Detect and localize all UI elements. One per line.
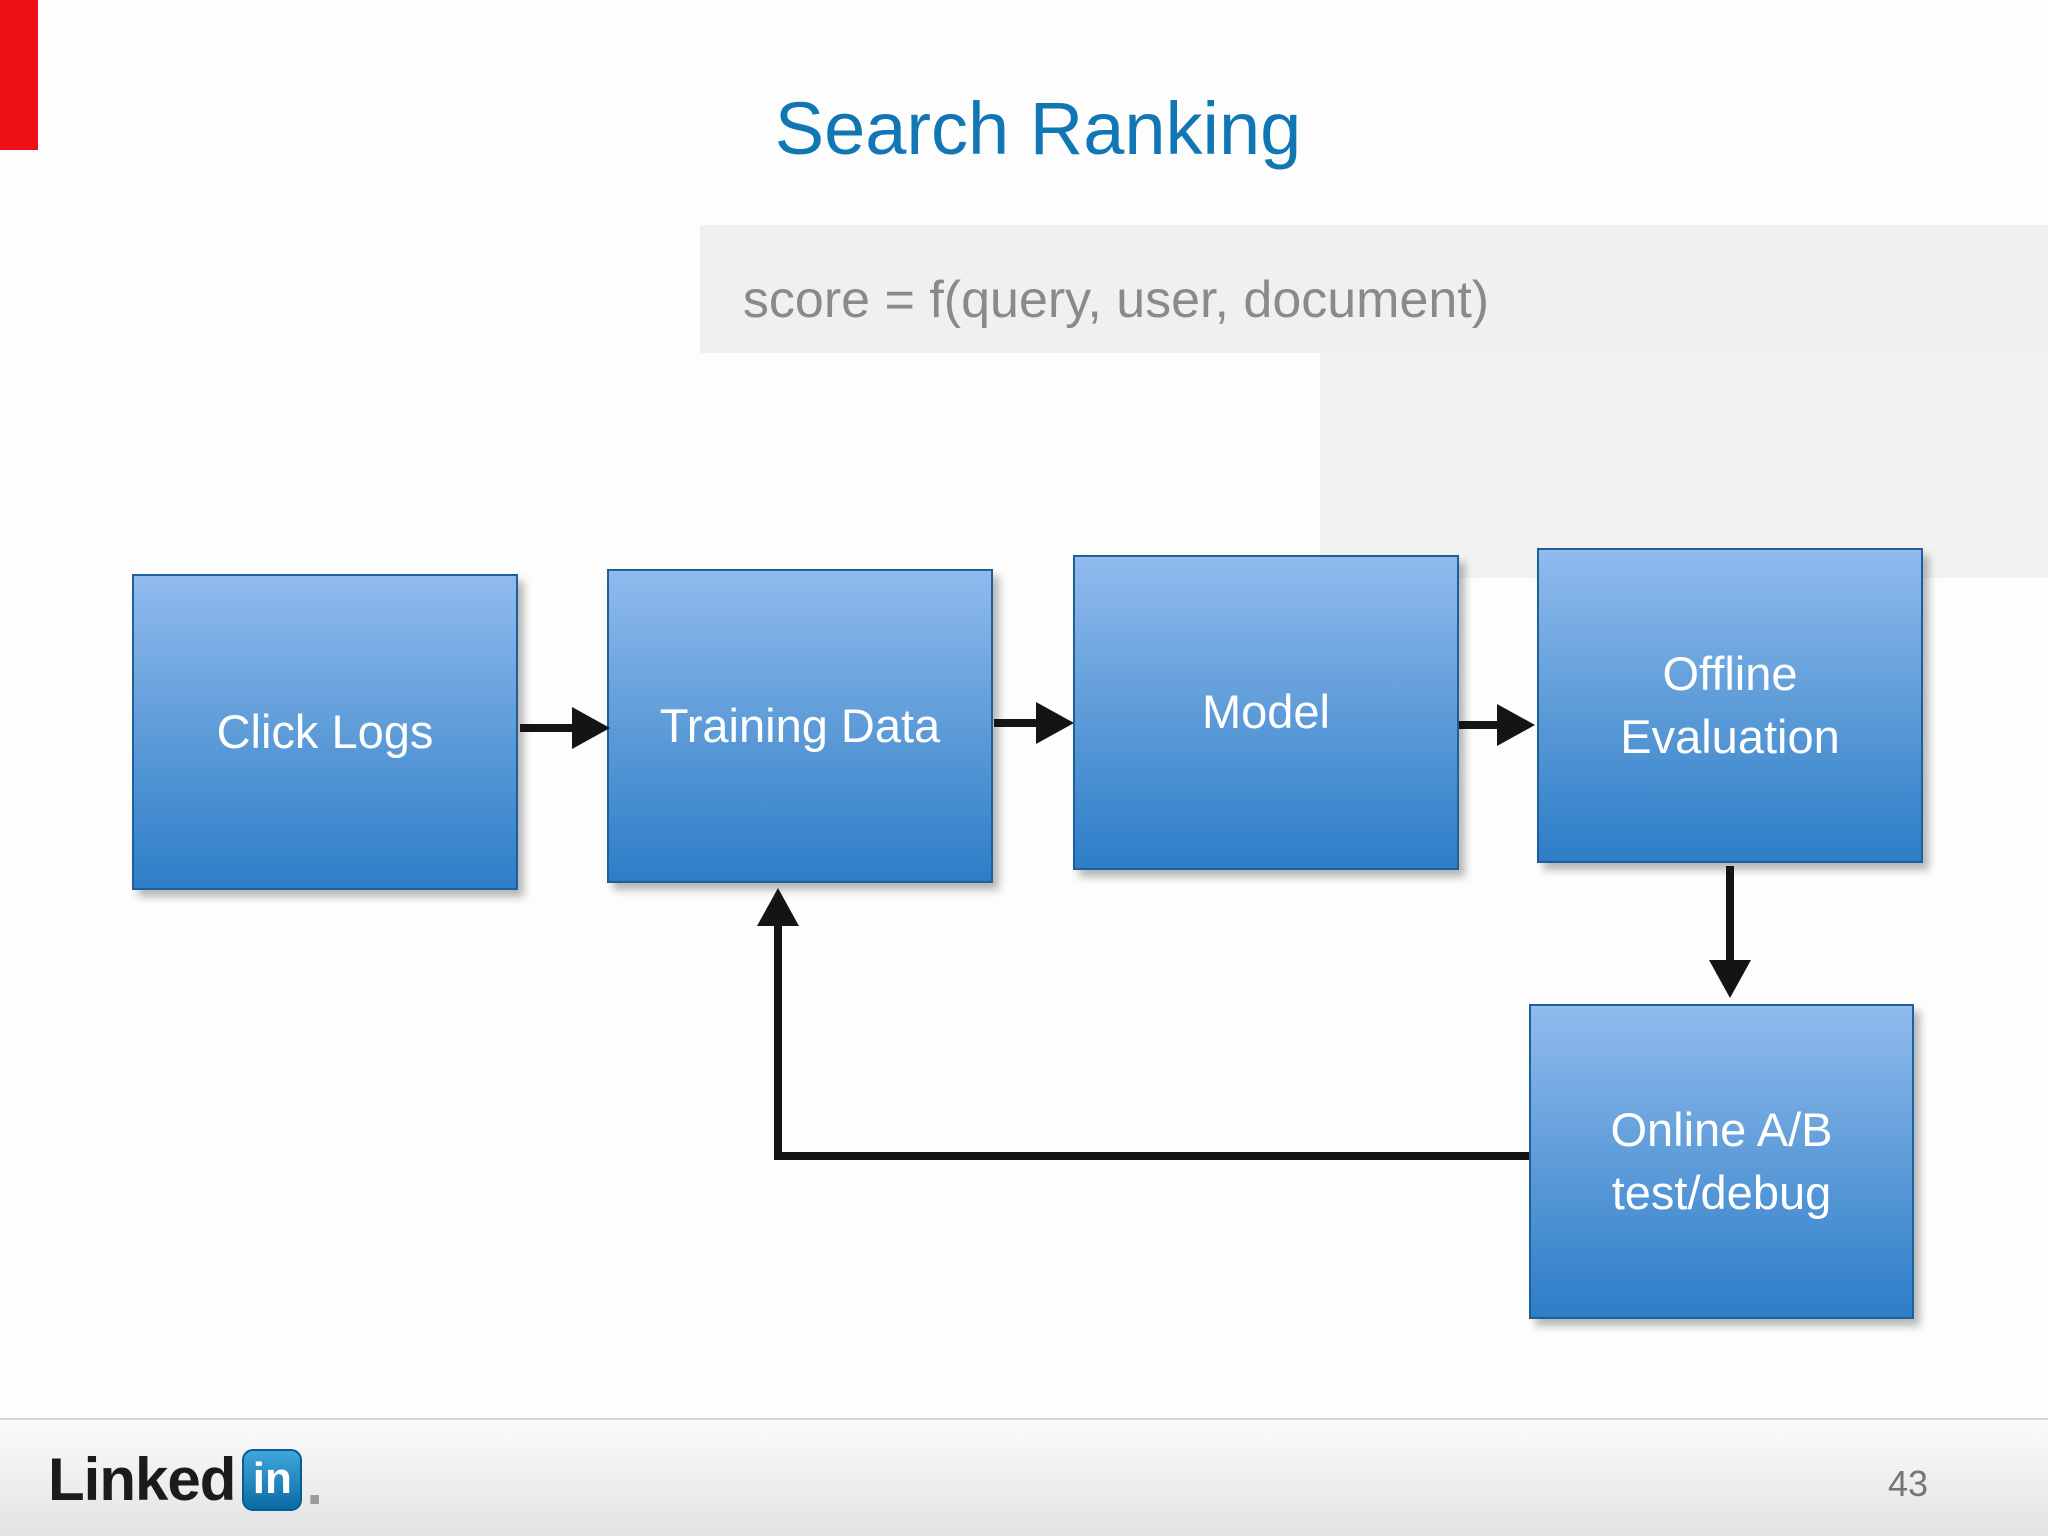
linkedin-logo: Linked in . (48, 1446, 324, 1517)
node-model: Model (1073, 555, 1459, 870)
arrowhead-down-icon (1709, 960, 1751, 998)
node-online-ab-test-debug: Online A/B test/debug (1529, 1004, 1914, 1319)
arrow-shaft (520, 724, 576, 732)
node-offline-evaluation-label-line1: Offline (1662, 647, 1798, 701)
arrowhead-right-icon (1036, 702, 1074, 744)
node-online-ab-label-line2: test/debug (1611, 1165, 1832, 1219)
background-artifact (1320, 353, 2048, 578)
background-artifact (700, 225, 2048, 353)
slide-title: Search Ranking (774, 87, 1302, 170)
arrow-shaft-horizontal (774, 1152, 1529, 1160)
arrow-shaft (1459, 721, 1501, 729)
linkedin-in-badge-icon: in (242, 1449, 303, 1511)
arrow-shaft (994, 719, 1040, 727)
node-online-ab-label-line1: Online A/B (1610, 1103, 1833, 1157)
recording-indicator (0, 0, 38, 150)
node-training-data-label: Training Data (659, 698, 941, 752)
node-training-data: Training Data (607, 569, 993, 883)
linkedin-trademark-period: . (306, 1450, 324, 1517)
node-click-logs-label: Click Logs (216, 704, 434, 758)
footer: Linked in . 43 (0, 1418, 2048, 1536)
linkedin-wordmark: Linked (48, 1446, 236, 1513)
arrowhead-up-icon (757, 888, 799, 926)
arrow-shaft-vertical (774, 922, 782, 1160)
node-offline-evaluation: Offline Evaluation (1537, 548, 1923, 863)
arrowhead-right-icon (1497, 704, 1535, 746)
slide-subtitle: score = f(query, user, document) (742, 271, 1490, 329)
node-model-label: Model (1201, 685, 1330, 739)
arrow-shaft (1726, 866, 1734, 962)
node-offline-evaluation-label-line2: Evaluation (1620, 709, 1840, 763)
node-click-logs: Click Logs (132, 574, 518, 890)
page-number: 43 (1888, 1463, 1929, 1504)
arrowhead-right-icon (572, 707, 610, 749)
